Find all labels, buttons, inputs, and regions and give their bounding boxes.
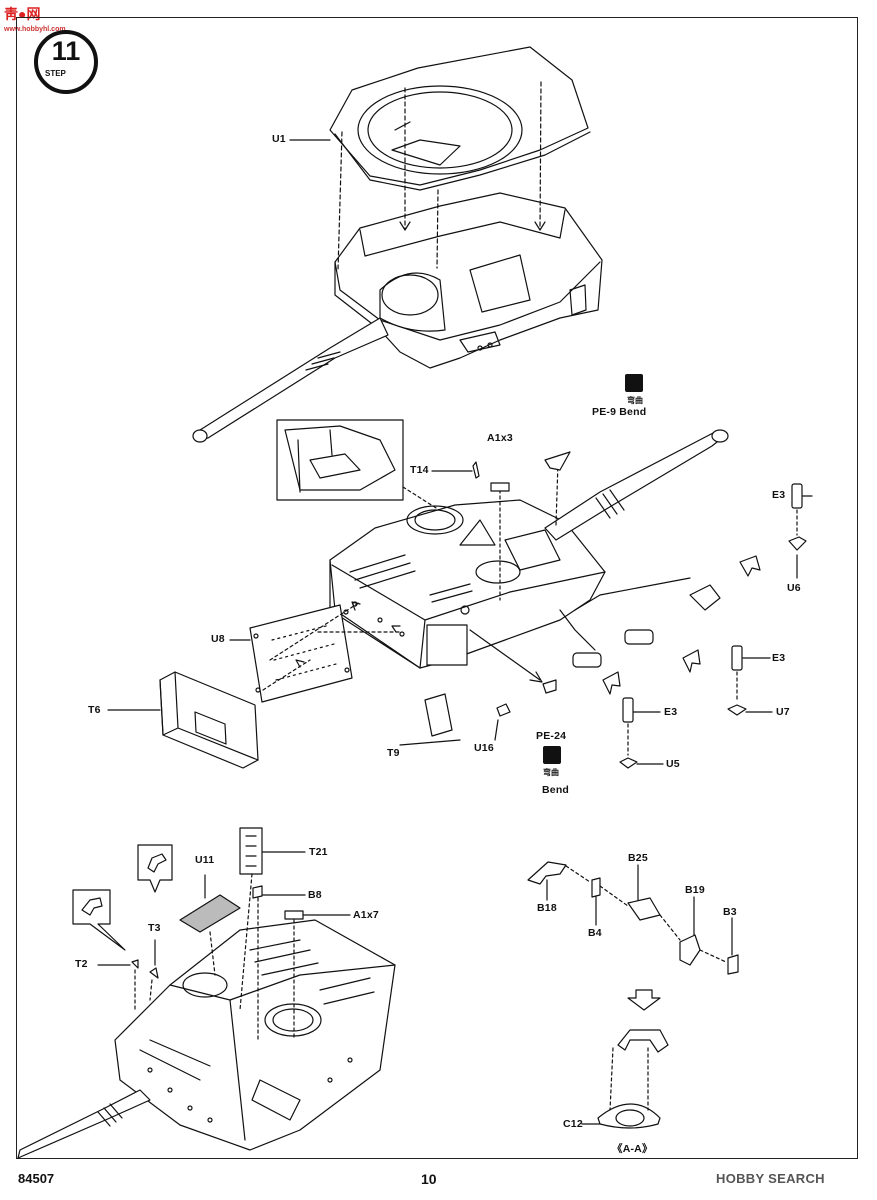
label-cn-bend-top: 弯曲 [627,396,643,405]
side-plate-u8 [249,604,353,703]
page-frame [16,17,858,1159]
step-word: STEP [45,69,66,78]
label-u7: U7 [776,706,790,718]
leader-lines-bottom-left [97,851,351,1041]
label-a1x3: A1x3 [487,432,513,444]
label-u1: U1 [272,133,286,145]
label-b19: B19 [685,884,705,896]
gun-barrel-bottom [17,1089,151,1159]
gun-barrel-top [192,317,389,443]
label-b25: B25 [628,852,648,864]
product-code: 84507 [18,1171,55,1186]
cupola-part-c12 [581,1029,669,1129]
label-pe24: PE-24 [536,730,567,742]
step-number: 11 [51,36,81,66]
inset-detail-box [276,419,456,521]
label-t9: T9 [387,747,400,759]
label-e3-mid: E3 [772,652,786,664]
watermark-url: www.hobbyhl.com [4,26,66,33]
gun-barrel-middle [544,429,729,541]
callout-bubbles [72,844,173,951]
source-watermark: HOBBY SEARCH [716,1171,825,1186]
bottom-left-small-parts [131,827,304,979]
label-b4: B4 [588,927,602,939]
leader-lines-middle [107,461,691,711]
step-badge: 11 STEP [34,30,98,94]
bend-icon-top [625,374,643,392]
label-e3-top: E3 [772,489,786,501]
label-u16: U16 [474,742,494,754]
label-u6: U6 [787,582,801,594]
stowage-box-t6 [159,671,259,769]
turret-roof-part [329,46,591,191]
label-t14: T14 [410,464,429,476]
label-c12: C12 [563,1118,583,1130]
label-b18: B18 [537,902,557,914]
bend-icon-bottom [543,746,561,764]
label-b8: B8 [308,889,322,901]
label-e3-low: E3 [664,706,678,718]
label-t6: T6 [88,704,101,716]
label-a1x7: A1x7 [353,909,379,921]
small-parts-middle [399,451,721,746]
periscope-parts [619,483,813,769]
watermark-logo: 靑●网 www.hobbyhl.com [4,4,66,33]
turret-closeup-part [114,919,396,1151]
watermark-brand: 靑●网 [4,6,41,22]
label-pe9-bend: PE-9 Bend [592,406,647,418]
label-u5: U5 [666,758,680,770]
label-t2: T2 [75,958,88,970]
turret-base-part [334,192,603,369]
label-section-aa: 《A-A》 [612,1143,653,1155]
pins-top [399,221,546,231]
page-number: 10 [421,1171,437,1187]
label-u11: U11 [195,854,215,866]
sub-assembly-parts [527,861,739,1011]
label-t3: T3 [148,922,161,934]
label-b3: B3 [723,906,737,918]
label-u8: U8 [211,633,225,645]
label-t21: T21 [309,846,328,858]
direction-arrows [602,555,761,695]
label-cn-bend-bottom: 弯曲 [543,768,559,777]
label-bend-bottom: Bend [542,784,570,796]
leader-lines-top [337,81,542,271]
